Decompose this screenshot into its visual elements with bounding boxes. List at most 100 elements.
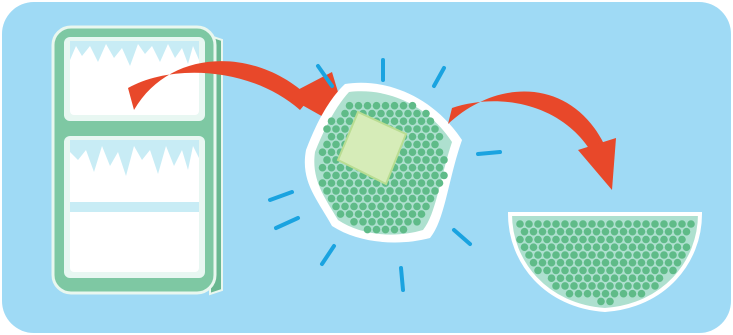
- pea: [363, 225, 372, 234]
- pea: [655, 243, 664, 251]
- pea: [534, 220, 542, 228]
- pea: [417, 210, 426, 218]
- pea: [399, 194, 408, 203]
- pea: [368, 218, 376, 226]
- pea: [381, 225, 390, 234]
- pea: [372, 210, 381, 218]
- pea: [561, 251, 569, 259]
- pea: [399, 210, 408, 218]
- pea: [579, 266, 587, 275]
- pea: [633, 235, 641, 244]
- pea: [651, 282, 659, 290]
- pea: [431, 140, 439, 149]
- pea: [395, 187, 403, 195]
- pea: [565, 243, 574, 251]
- pea: [583, 258, 592, 267]
- burst-line: [274, 216, 300, 230]
- pea: [525, 251, 533, 259]
- pea: [588, 235, 596, 244]
- pea: [583, 227, 592, 236]
- pea: [336, 132, 345, 141]
- pea: [615, 266, 623, 275]
- pea: [565, 274, 574, 283]
- pea: [637, 289, 646, 298]
- pea: [345, 210, 354, 218]
- pea: [354, 194, 363, 203]
- pea: [642, 266, 650, 275]
- pea: [341, 202, 349, 211]
- pea: [426, 148, 435, 156]
- pea: [633, 251, 641, 259]
- pea: [350, 171, 358, 180]
- pea: [642, 251, 650, 259]
- pea: [377, 109, 385, 118]
- pea: [372, 101, 381, 110]
- pea: [606, 266, 614, 275]
- pea: [588, 266, 596, 275]
- pea: [579, 220, 587, 228]
- pea: [538, 258, 547, 267]
- pea: [399, 179, 408, 187]
- pea: [417, 194, 426, 203]
- pea: [413, 125, 421, 133]
- pea: [615, 235, 623, 244]
- pea: [561, 220, 569, 228]
- pea: [435, 179, 444, 187]
- pea: [610, 274, 619, 283]
- pea: [417, 117, 426, 125]
- pea: [655, 274, 664, 283]
- pea: [426, 163, 435, 172]
- pea: [552, 251, 560, 259]
- pea: [619, 243, 628, 251]
- pea: [435, 163, 444, 172]
- pea: [660, 220, 668, 228]
- pea: [588, 251, 596, 259]
- pea: [610, 227, 619, 236]
- bowl-peas: [516, 220, 695, 306]
- pea: [597, 220, 605, 228]
- pea: [323, 187, 331, 195]
- pea: [664, 258, 673, 267]
- pea: [633, 282, 641, 290]
- pea: [682, 243, 691, 251]
- pea: [579, 251, 587, 259]
- pea: [377, 187, 385, 195]
- pea: [413, 202, 421, 211]
- pea: [610, 243, 619, 251]
- pea: [628, 258, 637, 267]
- pea: [372, 225, 381, 234]
- pea: [381, 101, 390, 110]
- pea: [431, 171, 439, 180]
- pea: [673, 243, 682, 251]
- pea: [646, 227, 655, 236]
- pea: [408, 194, 417, 203]
- pea: [399, 101, 408, 110]
- pea: [570, 266, 578, 275]
- pea: [534, 251, 542, 259]
- freezer-icon: [51, 25, 223, 296]
- pea: [682, 227, 691, 236]
- pea: [440, 171, 448, 180]
- pea: [561, 266, 569, 275]
- burst-line: [316, 64, 334, 88]
- pea: [323, 125, 331, 133]
- arrow-2-shaft: [448, 91, 604, 150]
- pea: [529, 258, 538, 267]
- pea: [363, 194, 372, 203]
- pea: [422, 171, 430, 180]
- pea: [399, 163, 408, 172]
- pea: [417, 132, 426, 141]
- pea: [624, 266, 632, 275]
- pea: [547, 227, 556, 236]
- pea: [601, 258, 610, 267]
- burst-line: [452, 228, 472, 246]
- pea: [404, 202, 412, 211]
- pea: [592, 289, 601, 298]
- pea: [669, 235, 677, 244]
- pea: [404, 125, 412, 133]
- pea: [345, 179, 354, 187]
- pea: [619, 258, 628, 267]
- pea: [525, 235, 533, 244]
- pea: [669, 220, 677, 228]
- pea: [431, 125, 439, 133]
